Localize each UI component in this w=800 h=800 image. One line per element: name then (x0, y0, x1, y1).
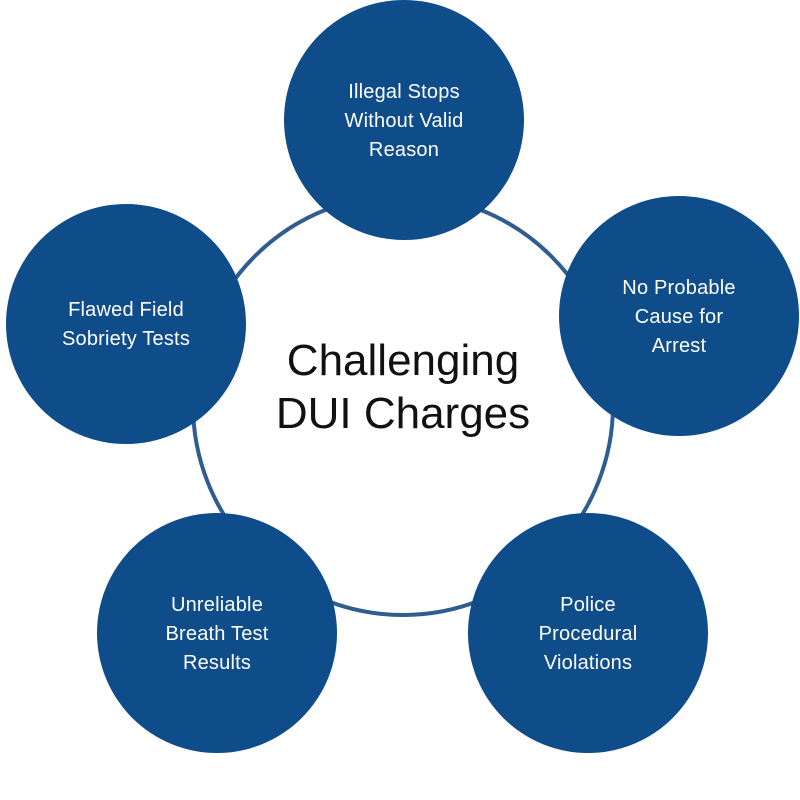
center-title: Challenging DUI Charges (276, 336, 530, 438)
node-label-line: Results (183, 652, 251, 674)
node-unreliable-breath: Unreliable Breath Test Results (97, 513, 337, 753)
node-label-line: Police (560, 594, 616, 616)
node-circle-illegal-stops (284, 0, 524, 240)
node-circle-police-procedural (468, 513, 708, 753)
node-label-line: Breath Test (165, 623, 268, 645)
node-label-line: Cause for (635, 306, 724, 328)
node-label-line: Unreliable (171, 594, 263, 616)
node-label-line: Illegal Stops (348, 81, 460, 103)
node-label-line: Violations (544, 652, 632, 674)
node-label-line: Sobriety Tests (62, 328, 190, 350)
node-label-line: Without Valid (345, 110, 464, 132)
node-illegal-stops: Illegal Stops Without Valid Reason (284, 0, 524, 240)
node-circle-unreliable-breath (97, 513, 337, 753)
node-circle-flawed-field (6, 204, 246, 444)
node-label-line: Flawed Field (68, 299, 184, 321)
center-title-line-2: DUI Charges (276, 389, 530, 438)
node-flawed-field: Flawed Field Sobriety Tests (6, 204, 246, 444)
node-label-line: No Probable (622, 277, 735, 299)
node-label-line: Arrest (652, 335, 707, 357)
center-title-line-1: Challenging (287, 336, 519, 385)
node-circle-no-probable-cause (559, 196, 799, 436)
node-label-line: Reason (369, 139, 439, 161)
node-no-probable-cause: No Probable Cause for Arrest (559, 196, 799, 436)
node-label-line: Procedural (539, 623, 638, 645)
node-police-procedural: Police Procedural Violations (468, 513, 708, 753)
